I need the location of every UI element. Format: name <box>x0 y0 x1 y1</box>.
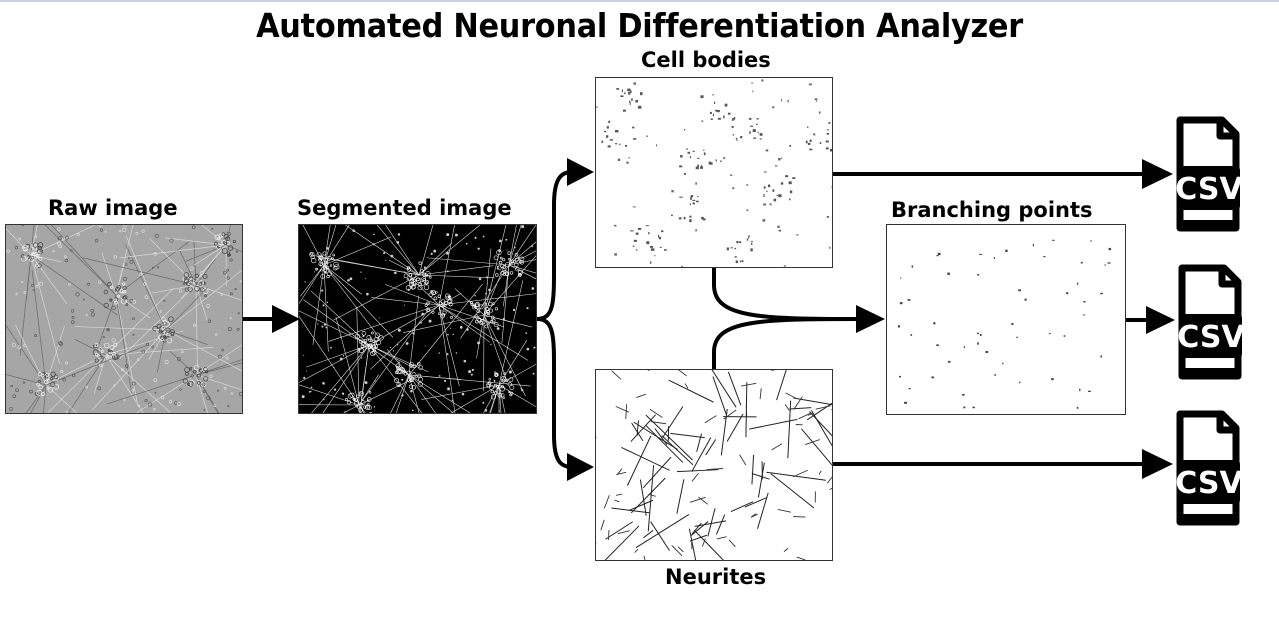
raw-image <box>6 225 242 413</box>
top-border <box>0 0 1279 2</box>
segmented-image <box>299 225 536 413</box>
arrowhead-to-csv-2 <box>1146 306 1175 334</box>
arrowhead-to-segmented <box>272 305 300 333</box>
arrowhead-to-csv-3 <box>1142 449 1173 479</box>
arrowhead-to-cell-bodies <box>567 158 594 186</box>
segmented-to-neurites-path <box>536 317 573 469</box>
arrowhead-to-csv-1 <box>1142 159 1173 189</box>
cell-bodies-label: Cell bodies <box>641 48 771 72</box>
neurites-panel <box>595 369 833 561</box>
cell-bodies-image <box>596 79 832 267</box>
csv-file-icon: CSV <box>1177 264 1245 382</box>
branching-points-panel <box>886 224 1126 415</box>
neurites-to-branching-path <box>712 317 861 369</box>
arrowhead-to-neurites <box>567 453 594 481</box>
segmented-to-cell-path <box>536 170 573 321</box>
csv-label: CSV <box>1178 320 1242 355</box>
page-title: Automated Neuronal Differentiation Analy… <box>256 6 1023 45</box>
branching-points-label: Branching points <box>891 198 1093 222</box>
csv-file-icon: CSV <box>1175 116 1243 234</box>
branching-points-image <box>898 239 1112 409</box>
neurites-label: Neurites <box>665 565 767 589</box>
cell-bodies-panel <box>595 77 833 268</box>
segmented-image-label: Segmented image <box>297 196 512 220</box>
csv-label: CSV <box>1176 466 1240 501</box>
csv-file-icon: CSV <box>1175 410 1243 528</box>
arrowhead-to-branching <box>856 305 885 333</box>
raw-image-panel <box>5 224 243 414</box>
csv-label: CSV <box>1176 172 1240 207</box>
neurites-image <box>596 370 832 560</box>
cell-to-branching-path <box>712 268 861 321</box>
segmented-image-panel <box>298 224 537 414</box>
raw-image-label: Raw image <box>48 196 178 220</box>
